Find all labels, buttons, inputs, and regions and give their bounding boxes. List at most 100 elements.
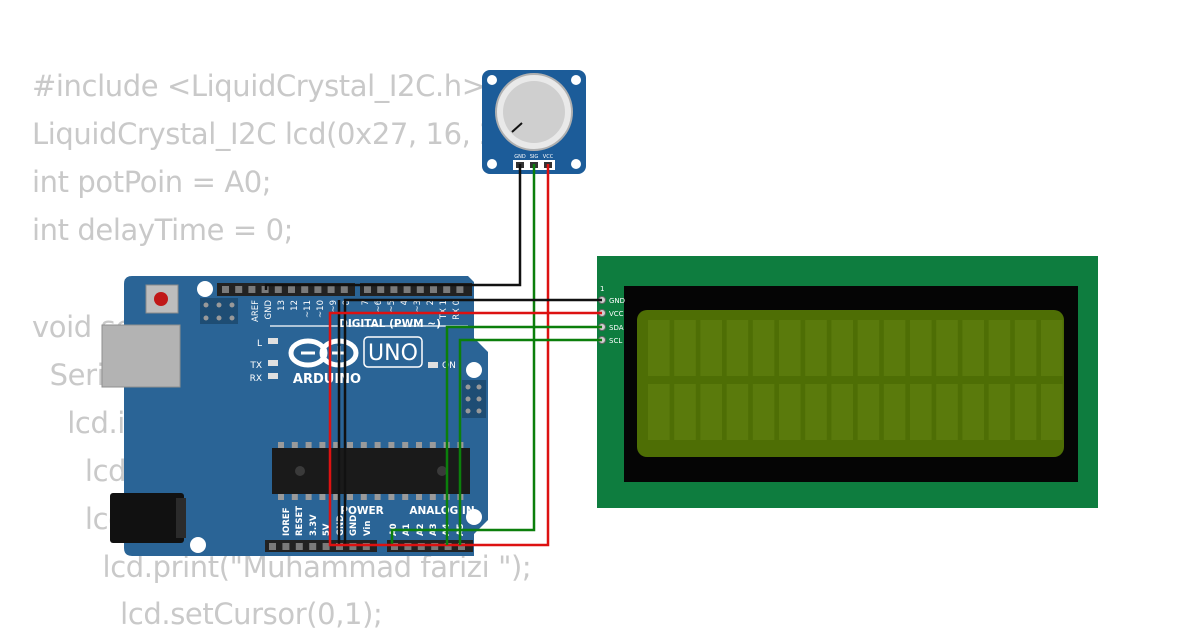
digital-pin-hole[interactable] [443,286,451,293]
digital-pin-hole[interactable] [390,286,398,293]
lcd-character-cell [648,320,670,376]
chip-leg [291,442,298,448]
digital-pin-hole[interactable] [430,286,437,293]
wire-lcd-scl[interactable] [458,338,602,545]
digital-pin-hole[interactable] [235,286,243,293]
lcd-character-cell [726,384,749,440]
lcd-pin-label-sda: SDA [609,324,624,332]
mount-hole [487,75,497,85]
reset-button[interactable] [145,284,179,314]
code-line: #include <LiquidCrystal_I2C.h> [32,69,486,103]
digital-pin-hole[interactable] [377,286,385,293]
chip-leg [333,494,340,500]
digital-pin-hole[interactable] [416,286,424,293]
lcd-pin-label-vcc: VCC [609,310,624,318]
power-pin-hole[interactable] [269,543,276,550]
wire-lcd-gnd[interactable] [343,298,602,545]
lcd-character-cell [779,320,801,376]
chip-leg [305,494,312,500]
pot-pin-label-sig: SIG [530,154,539,160]
digital-pin-hole[interactable] [288,286,295,293]
digital-pin-hole[interactable] [327,286,335,293]
chip-leg [319,442,326,448]
digital-pin-hole[interactable] [248,286,256,293]
potentiometer-knob[interactable] [503,81,565,143]
lcd-character-cell [883,384,906,440]
digital-pin-hole[interactable] [314,286,322,293]
chip-leg [374,494,381,500]
analog-pin-hole[interactable] [417,543,425,550]
digital-pin-label: 12 [290,300,300,311]
power-jack-rim [176,498,186,538]
digital-pin-label: TX 1 [439,300,449,320]
digital-pin-label: ~11 [303,300,313,318]
chip-leg [347,442,353,448]
lcd-character-cell [936,384,958,440]
analog-pin-hole[interactable] [404,543,412,550]
chip-dot [437,466,447,476]
power-pin-hole[interactable] [295,543,303,550]
lcd-pin-label-scl: SCL [609,337,622,345]
digital-pin-hole[interactable] [364,286,371,293]
chip-leg [360,442,367,448]
lcd-character-cell [648,384,670,440]
mount-hole [466,509,482,525]
digital-pin-label: 4 [400,300,410,305]
lcd-character-cell [962,320,984,376]
wire-lcd-sda[interactable] [445,325,602,545]
digital-pin-hole[interactable] [222,286,229,293]
power-pin-hole[interactable] [362,543,370,550]
digital-pin-label: AREF [251,300,261,322]
mount-hole [571,75,581,85]
power-pin-hole[interactable] [282,543,290,550]
digital-pin-hole[interactable] [274,286,282,293]
lcd-character-cells [648,320,1063,440]
analog-pin-hole[interactable] [431,543,439,550]
power-pin-hole[interactable] [322,543,330,550]
reset-button-cap[interactable] [154,292,168,306]
wire-pot-sig[interactable] [390,164,536,545]
analog-pin-hole[interactable] [444,543,452,550]
lcd-character-cell [805,384,827,440]
power-pin-label: Vin [363,521,373,536]
digital-pin-label: ~6 [374,300,384,313]
digital-pin-hole[interactable] [340,286,348,293]
wire-pot-gnd[interactable] [264,164,522,290]
lcd-pin-label-gnd: GND [609,297,625,305]
chip-leg [374,442,381,448]
digital-pin-label: 7 [361,300,371,305]
digital-pin-label: ~10 [316,300,326,318]
led-label-rx: RX [250,374,262,384]
lcd-1602-i2c-module[interactable]: 1 GND VCC SDA SCL [597,256,1098,508]
lcd-character-cell [752,384,775,440]
analog-pin-hole[interactable] [458,543,465,550]
digital-pin-label: ~9 [329,300,339,313]
lcd-character-cell [883,320,906,376]
power-jack [110,493,184,543]
lcd-character-cell [831,320,853,376]
digital-pin-hole[interactable] [301,286,309,293]
wire-pot-vcc[interactable] [350,164,550,547]
digital-pin-hole[interactable] [456,286,464,293]
lcd-character-cell [674,384,696,440]
lcd-pin-one-label: 1 [600,285,604,293]
led-rx [268,373,278,379]
potentiometer-module[interactable]: GND SIG VCC [482,70,586,174]
power-pin-label: 5V [322,523,332,536]
wire-lcd-vcc[interactable] [328,311,602,547]
power-pin-hole[interactable] [336,543,343,550]
digital-pin-label: RX 0 [452,300,462,320]
digital-pin-label: 8 [342,300,352,305]
digital-pin-hole[interactable] [403,286,411,293]
wires [264,164,602,547]
power-pin-hole[interactable] [309,543,317,550]
lcd-character-cell [988,320,1011,376]
power-pin-hole[interactable] [349,543,357,550]
led-on [428,362,438,368]
lcd-character-cell [805,320,827,376]
analog-pin-hole[interactable] [391,543,398,550]
power-pin-label: IOREF [282,507,292,536]
